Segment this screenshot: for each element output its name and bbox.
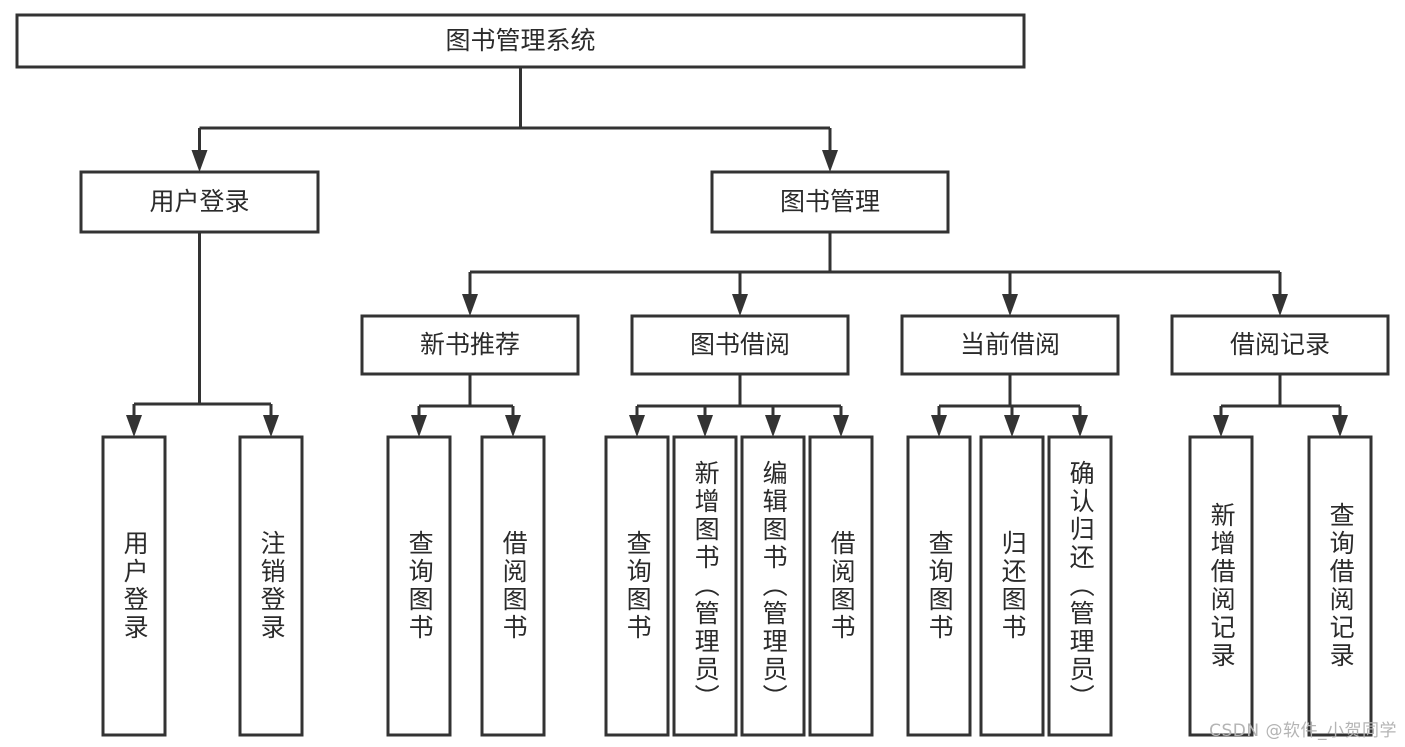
node-box-leaf_0[interactable] [101,435,167,737]
node-label-l2_1: 图书管理 [780,187,880,216]
node-box-leaf_3[interactable] [480,435,546,737]
node-label-l3_2: 当前借阅 [960,330,1060,359]
node-box-leaf_11[interactable] [1188,435,1254,737]
node-box-l3_3[interactable] [1170,314,1390,376]
node-box-l3_2[interactable] [900,314,1120,376]
node-box-l2_0[interactable] [79,170,320,234]
node-box-leaf_6[interactable] [740,435,806,737]
node-box-leaf_8[interactable] [906,435,972,737]
node-box-leaf_10[interactable] [1047,435,1113,737]
node-box-l2_1[interactable] [710,170,950,234]
node-label-l2_0: 用户登录 [149,187,249,216]
node-box-leaf_1[interactable] [238,435,304,737]
node-label-l3_1: 图书借阅 [690,330,790,359]
node-box-l3_1[interactable] [630,314,850,376]
node-box-leaf_12[interactable] [1307,435,1373,737]
node-box-l3_0[interactable] [360,314,580,376]
node-box-leaf_9[interactable] [979,435,1045,737]
node-label-l3_3: 借阅记录 [1230,330,1330,359]
node-box-leaf_2[interactable] [386,435,452,737]
node-box-leaf_5[interactable] [672,435,738,737]
node-label-l3_0: 新书推荐 [420,330,520,359]
node-box-root[interactable] [15,13,1026,69]
node-label-root: 图书管理系统 [445,26,595,55]
connector-layer [126,67,1348,437]
node-box-leaf_4[interactable] [604,435,670,737]
node-box-leaf_7[interactable] [808,435,874,737]
